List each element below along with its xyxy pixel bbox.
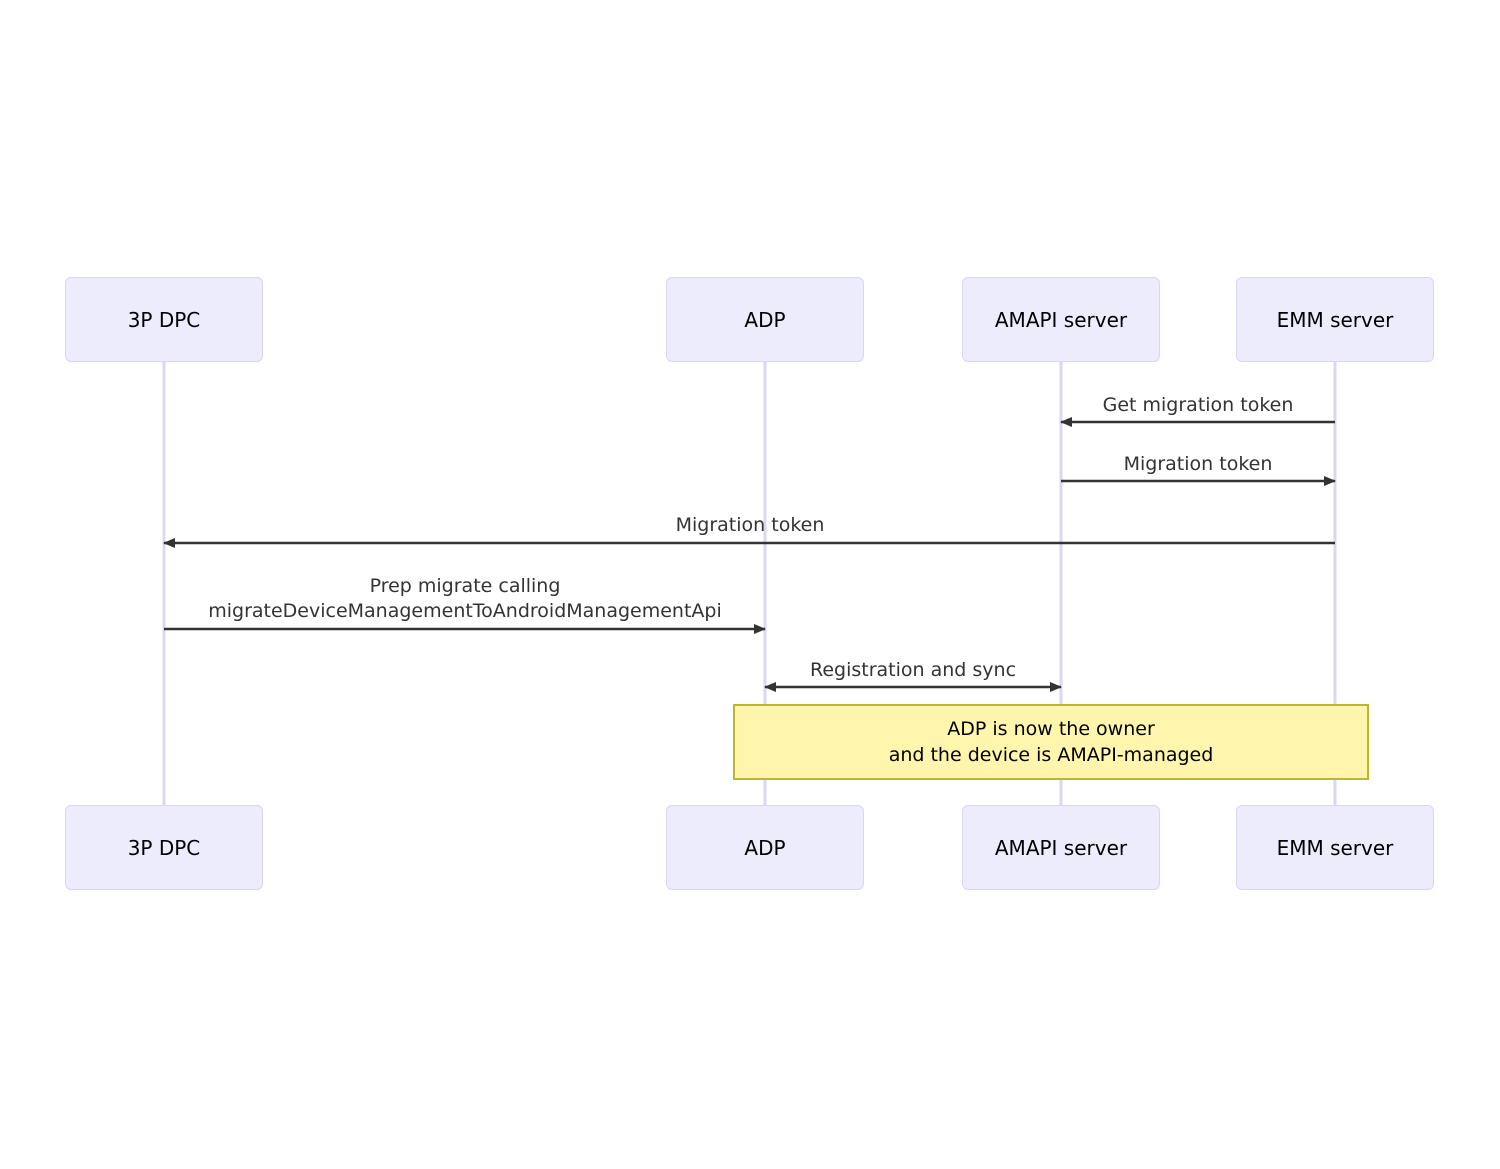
participant-amapi-bottom[interactable]: AMAPI server	[962, 805, 1160, 890]
participant-dpc-bottom[interactable]: 3P DPC	[65, 805, 263, 890]
participant-emm-top[interactable]: EMM server	[1236, 277, 1434, 362]
participant-label: ADP	[744, 835, 786, 860]
message-label-m5: Registration and sync	[809, 659, 1017, 681]
message-label-m3: Migration token	[675, 514, 825, 536]
message-label-m1: Get migration token	[1102, 394, 1294, 416]
participant-label: EMM server	[1276, 835, 1394, 860]
participant-label: 3P DPC	[127, 835, 201, 860]
note-text: ADP is now the owner and the device is A…	[888, 718, 1214, 766]
participant-label: AMAPI server	[994, 307, 1128, 332]
participant-adp-top[interactable]: ADP	[666, 277, 864, 362]
participant-label: ADP	[744, 307, 786, 332]
participant-label: EMM server	[1276, 307, 1394, 332]
participant-amapi-top[interactable]: AMAPI server	[962, 277, 1160, 362]
participant-label: AMAPI server	[994, 835, 1128, 860]
participant-dpc-top[interactable]: 3P DPC	[65, 277, 263, 362]
participant-adp-bottom[interactable]: ADP	[666, 805, 864, 890]
participant-emm-bottom[interactable]: EMM server	[1236, 805, 1434, 890]
message-label-m2: Migration token	[1123, 453, 1273, 475]
participant-label: 3P DPC	[127, 307, 201, 332]
note-n1: ADP is now the owner and the device is A…	[733, 704, 1369, 780]
message-arrows-group	[163, 417, 1336, 692]
message-label-m4: Prep migrate calling migrateDeviceManage…	[208, 575, 722, 622]
